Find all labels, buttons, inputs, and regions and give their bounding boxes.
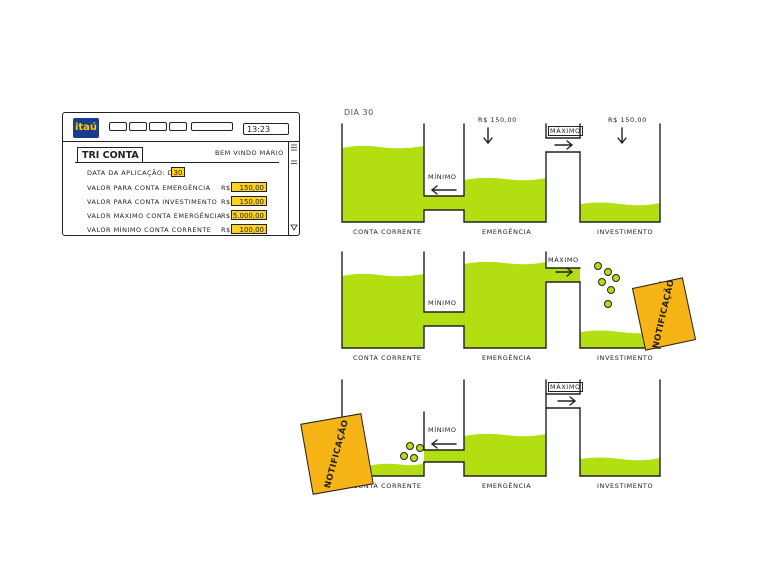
account-label-checking: CONTA CORRENTE bbox=[353, 482, 422, 490]
welcome-text: BEM VINDO MÁRIO bbox=[215, 149, 284, 157]
coin-icon bbox=[607, 286, 615, 294]
reload-button[interactable] bbox=[149, 122, 167, 131]
notification-note: NOTIFICAÇÃO bbox=[300, 413, 374, 495]
scrollbar[interactable] bbox=[288, 141, 299, 235]
coin-icon bbox=[604, 268, 612, 276]
coin-icon bbox=[400, 452, 408, 460]
field-input-date[interactable]: 30 bbox=[171, 167, 185, 177]
field-input-max-emergency[interactable]: 5.000,00 bbox=[231, 210, 267, 220]
field-label-emergency: VALOR PARA CONTA EMERGÊNCIA bbox=[87, 184, 211, 192]
browser-toolbar: itaú 13:23 bbox=[63, 113, 299, 142]
coin-icon bbox=[406, 442, 414, 450]
coin-icon bbox=[594, 262, 602, 270]
coin-icon bbox=[604, 300, 612, 308]
notification-label: NOTIFICAÇÃO bbox=[651, 278, 677, 350]
investment-amount-label: R$ 150,00 bbox=[608, 116, 647, 124]
max-label: MÁXIMO bbox=[548, 256, 579, 264]
account-label-emergency: EMERGÊNCIA bbox=[482, 482, 532, 490]
field-input-investment[interactable]: 150,00 bbox=[231, 196, 267, 206]
home-button[interactable] bbox=[169, 122, 187, 131]
coin-icon bbox=[598, 278, 606, 286]
account-label-emergency: EMERGÊNCIA bbox=[482, 354, 532, 362]
clock-time: 13:23 bbox=[247, 125, 271, 134]
currency-label: R$ bbox=[221, 212, 231, 220]
account-label-checking: CONTA CORRENTE bbox=[353, 354, 422, 362]
currency-label: R$ bbox=[221, 226, 231, 234]
browser-window: itaú 13:23 TRI CONTA BEM VINDO MÁRIO DAT… bbox=[62, 112, 300, 236]
forward-button[interactable] bbox=[129, 122, 147, 131]
field-input-emergency[interactable]: 150,00 bbox=[231, 182, 267, 192]
currency-label: R$ bbox=[221, 184, 231, 192]
field-label-date: DATA DA APLICAÇÃO: DIA bbox=[87, 169, 181, 177]
account-label-checking: CONTA CORRENTE bbox=[353, 228, 422, 236]
min-label: MÍNIMO bbox=[428, 173, 457, 181]
coin-icon bbox=[410, 454, 418, 462]
address-bar[interactable] bbox=[191, 122, 233, 131]
currency-label: R$ bbox=[221, 198, 231, 206]
title-divider bbox=[75, 162, 279, 164]
account-label-emergency: EMERGÊNCIA bbox=[482, 228, 532, 236]
field-input-min-checking[interactable]: 100,00 bbox=[231, 224, 267, 234]
coin-icon bbox=[416, 444, 424, 452]
back-button[interactable] bbox=[109, 122, 127, 131]
field-label-min-checking: VALOR MÍNIMO CONTA CORRENTE bbox=[87, 226, 212, 234]
max-label: MÁXIMO bbox=[548, 126, 583, 136]
clock-display: 13:23 bbox=[243, 123, 289, 135]
page-title: TRI CONTA bbox=[77, 147, 143, 162]
field-label-investment: VALOR PARA CONTA INVESTIMENTO bbox=[87, 198, 218, 206]
max-label: MÁXIMO bbox=[548, 382, 583, 392]
notification-label: NOTIFICAÇÃO bbox=[323, 418, 351, 490]
itau-logo: itaú bbox=[73, 118, 99, 138]
field-label-max-emergency: VALOR MÁXIMO CONTA EMERGÊNCIA bbox=[87, 212, 223, 220]
day-label: DIA 30 bbox=[344, 108, 374, 117]
emergency-amount-label: R$ 150,00 bbox=[478, 116, 517, 124]
account-label-investment: INVESTIMENTO bbox=[597, 228, 654, 236]
account-label-investment: INVESTIMENTO bbox=[597, 482, 654, 490]
min-label: MÍNIMO bbox=[428, 299, 457, 307]
min-label: MÍNIMO bbox=[428, 426, 457, 434]
coin-icon bbox=[612, 274, 620, 282]
account-label-investment: INVESTIMENTO bbox=[597, 354, 654, 362]
